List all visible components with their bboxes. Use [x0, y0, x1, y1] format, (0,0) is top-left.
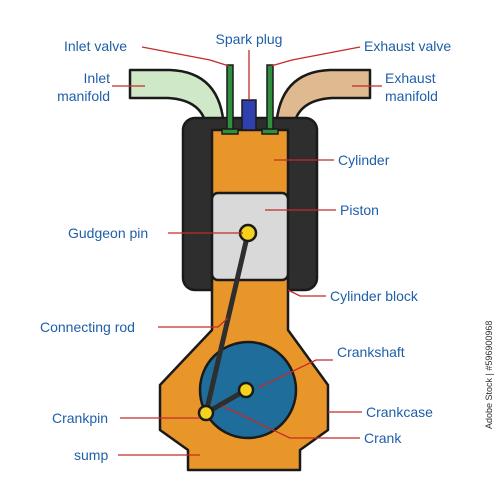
- spark-plug: [241, 99, 257, 131]
- inlet-valve-head: [221, 128, 239, 135]
- label-crankcase: Crankcase: [366, 404, 433, 420]
- label-spark-plug: Spark plug: [216, 31, 283, 47]
- label-exhaust-manifold-1: Exhaust: [385, 70, 436, 86]
- crankshaft-center: [237, 381, 255, 399]
- label-inlet-manifold-2: manifold: [57, 88, 110, 104]
- leader-inlet-valve: [141, 46, 230, 67]
- label-exhaust-valve: Exhaust valve: [364, 38, 451, 54]
- label-gudgeon-pin: Gudgeon pin: [68, 225, 148, 241]
- label-cylinder-block: Cylinder block: [330, 288, 419, 304]
- stock-watermark: Adobe Stock | #596900968: [484, 320, 494, 430]
- connecting-rod: [203, 230, 251, 416]
- label-crankpin: Crankpin: [52, 410, 108, 426]
- label-crank: Crank: [364, 430, 402, 446]
- leader-crankshaft: [257, 359, 333, 389]
- label-inlet-valve: Inlet valve: [64, 38, 127, 54]
- leader-exhaust-valve: [270, 46, 361, 67]
- label-sump: sump: [74, 447, 108, 463]
- label-crankshaft: Crankshaft: [337, 344, 405, 360]
- exhaust-valve: [266, 64, 274, 134]
- label-exhaust-manifold-2: manifold: [385, 88, 438, 104]
- label-cylinder: Cylinder: [338, 152, 390, 168]
- label-inlet-manifold-1: Inlet: [84, 70, 111, 86]
- exhaust-valve-head: [261, 128, 279, 135]
- crankpin: [197, 404, 215, 422]
- label-connecting-rod: Connecting rod: [40, 319, 135, 335]
- leader-connecting-rod: [158, 317, 229, 328]
- leader-crank: [221, 405, 360, 439]
- leader-cylinder-block: [287, 289, 326, 297]
- inlet-valve: [226, 64, 234, 134]
- label-piston: Piston: [340, 202, 379, 218]
